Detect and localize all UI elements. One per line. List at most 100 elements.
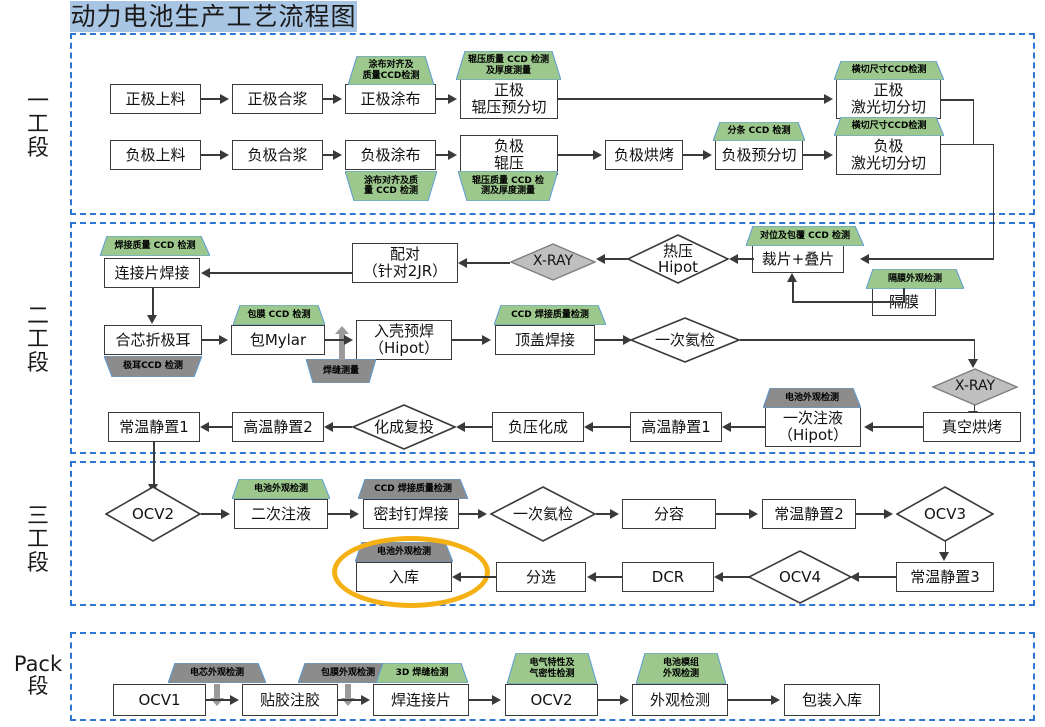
node-hotpress-label: 热压 Hipot xyxy=(657,241,699,276)
node-cathode-mix[interactable]: 正极合浆 xyxy=(232,84,323,114)
page-title: 动力电池生产工艺流程图 xyxy=(70,1,357,32)
node-pack-appearance[interactable]: 外观检测 xyxy=(632,684,728,716)
node-xray-2[interactable]: X-RAY xyxy=(932,368,1018,406)
conn-s1-r1-b xyxy=(323,98,334,100)
arrowhead-pack-b xyxy=(361,694,370,705)
node-pack-weld-connect[interactable]: 焊连接片 xyxy=(373,684,469,716)
node-inject-1[interactable]: 一次注液 （Hipot） xyxy=(765,407,861,447)
conn-s2-r2-a xyxy=(202,339,220,341)
node-ocv4-label: OCV4 xyxy=(778,567,822,586)
node-vac-bake[interactable]: 真空烘烤 xyxy=(923,412,1021,442)
conn-s2-to-s3 xyxy=(153,442,155,486)
conn-s2-separator-stem xyxy=(792,282,794,302)
node-helium-1-s3-label: 一次氦检 xyxy=(512,504,573,523)
conn-s1-r2-b xyxy=(323,154,334,156)
conn-s1-r2-f xyxy=(803,154,825,156)
node-hotpress[interactable]: 热压 Hipot xyxy=(627,234,729,284)
banner-coat-align-top-text: 涂布对齐及 质量CCD检测 xyxy=(362,60,420,81)
conn-pack-b xyxy=(338,699,362,701)
node-tab-weld[interactable]: 连接片焊接 xyxy=(104,258,200,288)
stage-label-pack-line-0: Pack xyxy=(13,651,63,676)
node-hot-rest-1[interactable]: 高温静置1 xyxy=(630,412,722,442)
node-anode-mix[interactable]: 负极合浆 xyxy=(232,140,323,170)
node-anode-coat[interactable]: 负极涂布 xyxy=(345,140,436,170)
banner-pack-module-appearance-text: 电池模组 外观检测 xyxy=(662,658,699,679)
node-reform[interactable]: 化成复投 xyxy=(352,404,456,450)
node-anode-bake[interactable]: 负极烘烤 xyxy=(605,140,683,170)
banner-weld-gap-text: 焊缝测量 xyxy=(322,365,359,376)
stage-label-1: 一 工 段 xyxy=(18,80,58,170)
node-pack-ocv2[interactable]: OCV2 xyxy=(505,684,598,716)
node-ocv2-s3-label: OCV2 xyxy=(131,504,175,523)
node-anode-laser[interactable]: 负极 激光切分切 xyxy=(836,135,941,175)
conn-pack-e xyxy=(728,699,772,701)
node-cathode-roll[interactable]: 正极 辊压预分切 xyxy=(460,79,558,119)
node-fold-tab[interactable]: 合芯折极耳 xyxy=(104,325,202,355)
node-room-rest-3[interactable]: 常温静置3 xyxy=(896,562,994,592)
arrowhead-s2-helium-down xyxy=(968,359,979,368)
node-neg-form[interactable]: 负压化成 xyxy=(492,412,584,442)
stage-label-pack-line-1: 段 xyxy=(27,674,49,698)
node-preweld[interactable]: 入壳预焊 （Hipot） xyxy=(356,320,452,360)
arrowhead-s3-r2-d xyxy=(452,571,461,582)
node-anode-roll[interactable]: 负极 辊压 xyxy=(460,135,558,175)
banner-roll-quality-top-text: 辊压质量 CCD 检测 及厚度测量 xyxy=(468,55,549,76)
node-anode-feed[interactable]: 负极上料 xyxy=(110,140,201,170)
node-helium-1-s3[interactable]: 一次氦检 xyxy=(490,486,596,542)
banner-cell-appearance-s3-1: 电池外观检测 xyxy=(232,479,330,499)
conn-s1-r2-e xyxy=(683,154,704,156)
node-dcr[interactable]: DCR xyxy=(622,562,714,592)
banner-roll-quality-bottom-text: 辊压质量 CCD 检 测及厚度测量 xyxy=(472,175,544,196)
node-cap-weld[interactable]: 顶盖焊接 xyxy=(495,325,595,355)
banner-film-ccd: 包膜 CCD 检测 xyxy=(233,305,325,325)
node-pack-ocv1[interactable]: OCV1 xyxy=(113,684,206,716)
conn-s3-r1-b xyxy=(328,513,351,515)
arrowhead-s1-r1-b xyxy=(333,93,342,104)
banner-cap-weld-ccd-text: CCD 焊接质量检测 xyxy=(511,309,589,320)
arrowhead-s1-r2-f xyxy=(824,149,833,160)
node-mylar[interactable]: 包Mylar xyxy=(231,325,325,355)
node-cathode-laser[interactable]: 正极 激光切分切 xyxy=(836,79,941,119)
stage-frame-pack xyxy=(70,632,1035,721)
banner-cell-appearance-s3-2: 电池外观检测 xyxy=(355,542,453,562)
arrowhead-s1-r2-b xyxy=(333,149,342,160)
node-ocv2-s3[interactable]: OCV2 xyxy=(105,486,201,542)
node-ocv3[interactable]: OCV3 xyxy=(896,486,994,542)
conn-s1-r1-c xyxy=(436,98,449,100)
node-cut-stack[interactable]: 裁片+叠片 xyxy=(752,245,844,273)
conn-s2-r3-f xyxy=(209,426,232,428)
node-seal-pin-weld[interactable]: 密封钉焊接 xyxy=(363,499,459,529)
stage-label-2-char-0: 二 xyxy=(26,304,49,330)
node-capacity[interactable]: 分容 xyxy=(622,499,716,529)
conn-s3-r1-d xyxy=(596,513,611,515)
arrowhead-pack-e xyxy=(771,694,780,705)
node-ocv4[interactable]: OCV4 xyxy=(748,550,852,604)
banner-cell-appearance-s3-2-text: 电池外观检测 xyxy=(376,546,431,557)
banner-pack-module-appearance: 电池模组 外观检测 xyxy=(636,653,726,684)
node-inject-2[interactable]: 二次注液 xyxy=(234,499,328,529)
conn-s2-xray2-down xyxy=(973,405,976,413)
arrowhead-s2-r3-e xyxy=(324,421,333,432)
node-sorting[interactable]: 分选 xyxy=(496,562,586,592)
banner-align-wrap-text: 对位及包覆 CCD 检测 xyxy=(760,230,850,241)
node-cathode-coat[interactable]: 正极涂布 xyxy=(345,84,436,114)
conn-s2-r3-b xyxy=(731,426,765,428)
node-warehouse[interactable]: 入库 xyxy=(356,562,452,592)
node-hot-rest-2[interactable]: 高温静置2 xyxy=(232,412,324,442)
gray-arrow-weld-gap xyxy=(335,326,349,360)
banner-coat-align-top: 涂布对齐及 质量CCD检测 xyxy=(348,56,434,85)
node-anode-precut[interactable]: 负极预分切 xyxy=(715,140,803,170)
node-room-rest-1[interactable]: 常温静置1 xyxy=(108,412,200,442)
node-xray-1[interactable]: X-RAY xyxy=(510,243,596,281)
stage-label-3-char-2: 段 xyxy=(26,550,49,576)
arrowhead-s2-r2-c xyxy=(482,334,491,345)
node-pack-glue[interactable]: 贴胶注胶 xyxy=(242,684,338,716)
node-pairing[interactable]: 配对 （针对2JR） xyxy=(352,243,458,283)
node-room-rest-2[interactable]: 常温静置2 xyxy=(762,499,856,529)
node-helium-1-s2[interactable]: 一次氦检 xyxy=(630,317,740,363)
arrowhead-s1-r1-d xyxy=(824,93,833,104)
conn-s2-helium-right xyxy=(740,339,975,341)
node-cathode-feed[interactable]: 正极上料 xyxy=(110,84,201,114)
node-pack-store[interactable]: 包装入库 xyxy=(784,684,880,716)
arrowhead-s1-r2-a xyxy=(220,149,229,160)
